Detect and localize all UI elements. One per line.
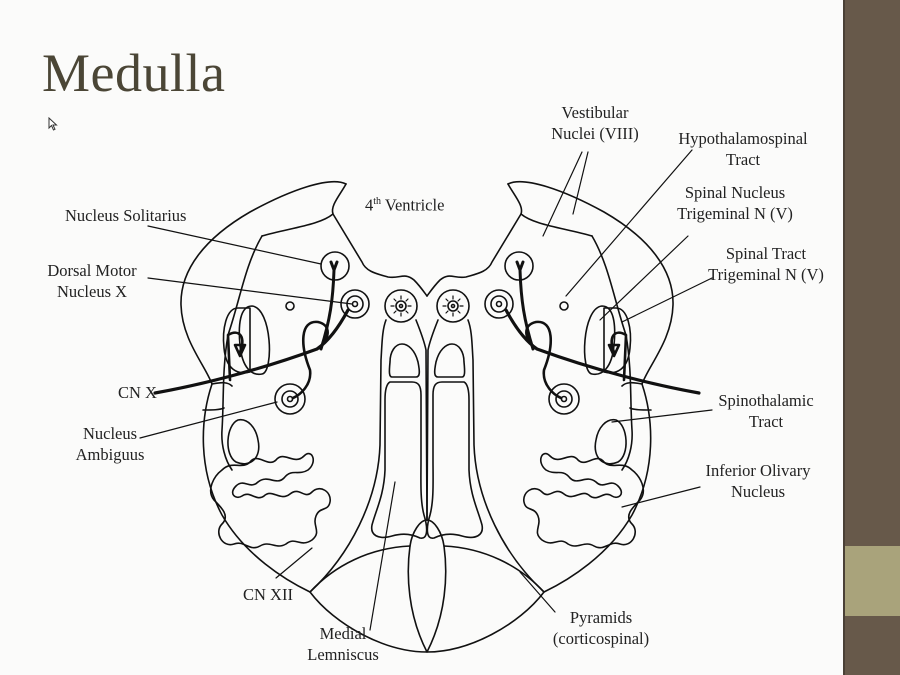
dorsal-motor-nucleus-outer — [340, 289, 370, 319]
label-hypothalamospinal-tract: Hypothalamospinal Tract — [678, 128, 807, 170]
label-superscript: th — [373, 196, 382, 207]
label-line: Tract — [725, 150, 761, 169]
descending-arrow — [226, 331, 247, 382]
label-cn-xii: CN XII — [243, 585, 293, 604]
label-line: Nucleus — [82, 424, 138, 443]
spinothalamic-shape — [227, 418, 260, 465]
leader-hypothalamospinal — [565, 149, 693, 297]
label-line: Spinothalamic — [718, 391, 814, 410]
label-cn-x: CN X — [118, 383, 157, 402]
label-pyramids: Pyramids (corticospinal) — [553, 607, 649, 649]
label-line: Spinal Nucleus — [684, 183, 786, 202]
nucleus-ambiguus-outer — [274, 383, 306, 415]
label-line: Nucleus — [730, 482, 786, 501]
label-spinothalamic-tract: Spinothalamic Tract — [718, 390, 813, 432]
label-line: Hypothalamospinal — [678, 129, 808, 148]
label-line: Pyramids — [569, 608, 633, 627]
slide-title: Medulla — [42, 43, 226, 103]
lateral-band — [221, 235, 263, 471]
label-spinal-tract-trigeminal: Spinal Tract Trigeminal N (V) — [708, 243, 824, 285]
medial-lemniscus-shape — [370, 381, 428, 539]
tectospinal-shape — [388, 343, 421, 378]
label-part: Ventricle — [381, 195, 445, 215]
vestibular-lobe — [261, 183, 347, 237]
label-line: Lemniscus — [307, 645, 379, 664]
medial-column-inner — [415, 319, 428, 521]
label-4th-ventricle: 4th Ventricle — [365, 191, 444, 216]
hypoglossal-nucleus-outer — [384, 289, 418, 323]
leader-dorsal-motor — [147, 277, 353, 305]
label-line: Ambiguus — [75, 445, 145, 464]
label-line: Tract — [748, 412, 784, 431]
leader-spinothalamic — [611, 409, 713, 423]
leader-lines — [139, 149, 713, 631]
label-line: Trigeminal N (V) — [708, 265, 824, 284]
leader-cn-xii — [275, 547, 313, 579]
leader-nucleus-solitarius — [147, 225, 322, 265]
ambiguus-loop — [291, 320, 329, 400]
label-inferior-olivary-nucleus: Inferior Olivary Nucleus — [706, 460, 811, 502]
dorsal-motor-nucleus-inner — [346, 295, 364, 313]
leader-spinal-tract — [621, 277, 713, 323]
label-line: Inferior Olivary — [705, 461, 811, 480]
mouse-cursor-icon — [48, 117, 58, 131]
medulla-left-half — [153, 180, 428, 653]
label-line: Trigeminal N (V) — [677, 204, 793, 223]
label-line: Dorsal Motor — [47, 261, 137, 280]
leader-medial-lemniscus — [369, 481, 396, 631]
leader-pyramids — [519, 571, 556, 613]
label-nucleus-solitarius: Nucleus Solitarius — [65, 206, 187, 225]
tract-y — [319, 260, 339, 351]
inferior-olive — [209, 452, 331, 549]
central-column — [309, 319, 387, 593]
pyramid — [309, 545, 428, 653]
label-medial-lemniscus: Medial Lemniscus — [307, 623, 379, 665]
label-nucleus-ambiguus: Nucleus Ambiguus — [76, 423, 145, 465]
label-part: 4 — [365, 195, 374, 215]
cn-x-nerve — [153, 308, 350, 395]
label-line: Medial — [319, 624, 367, 643]
label-vestibular-nuclei: Vestibular Nuclei (VIII) — [551, 102, 639, 144]
label-line: Nucleus X — [56, 282, 128, 301]
hypothalamospinal-dot — [285, 301, 295, 311]
slide-sidebar-accent — [845, 546, 900, 616]
label-line: (corticospinal) — [552, 629, 650, 648]
label-line: Spinal Tract — [725, 244, 807, 263]
lateral-band-outer — [202, 381, 233, 411]
label-spinal-nucleus-trigeminal: Spinal Nucleus Trigeminal N (V) — [677, 182, 793, 224]
leader-inferior-olivary — [621, 486, 701, 508]
midline-groove — [409, 519, 428, 547]
label-line: Vestibular — [561, 103, 629, 122]
leader-spinal-nucleus — [599, 235, 689, 321]
label-line: Nuclei (VIII) — [551, 124, 639, 143]
outer-boundary — [180, 180, 347, 593]
label-dorsal-motor-nucleus: Dorsal Motor Nucleus X — [47, 260, 136, 302]
leader-nucleus-ambiguus — [139, 401, 278, 439]
spinal-tract-trigeminal — [238, 305, 271, 376]
inner-boundary — [332, 213, 428, 297]
leader-vestibular — [542, 151, 589, 237]
